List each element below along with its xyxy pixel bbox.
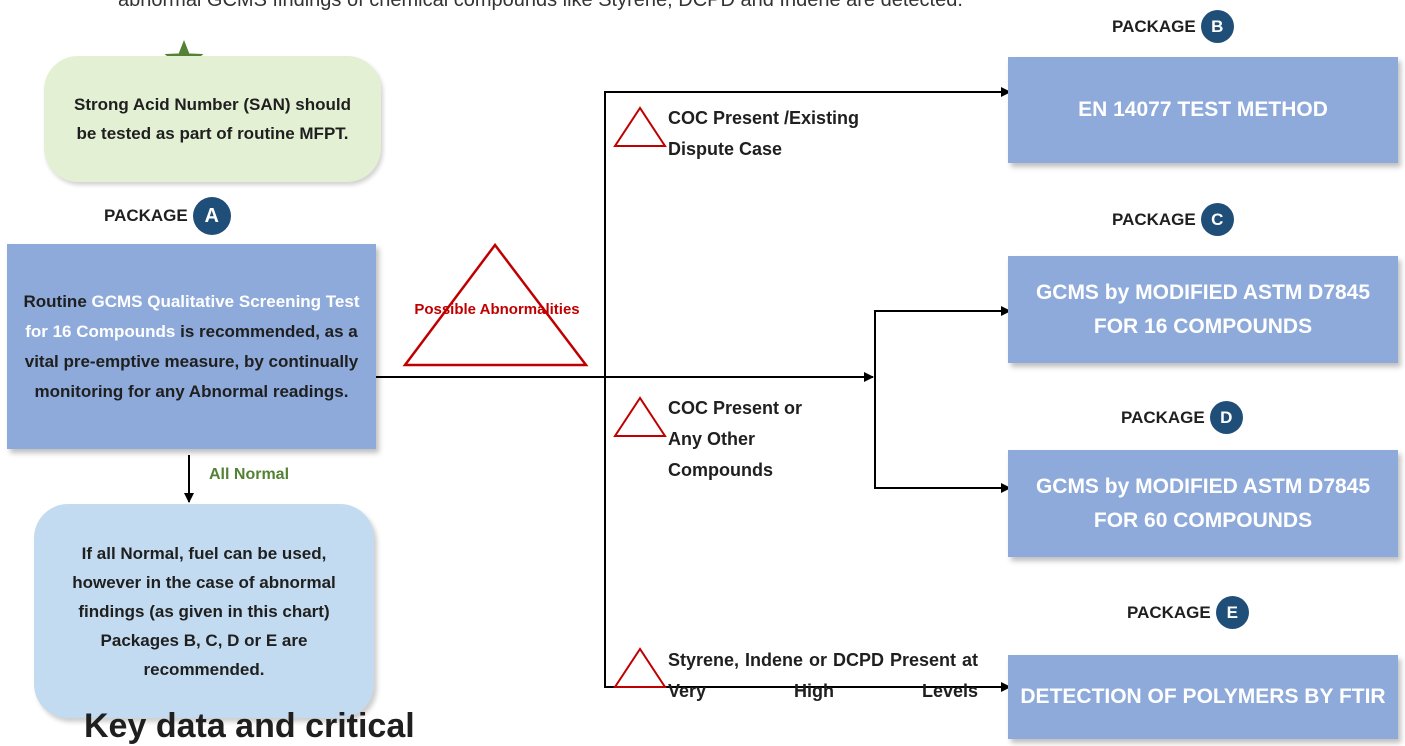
arrow-to-package-d — [874, 377, 1011, 493]
package-a-badge: A — [192, 197, 231, 235]
condition-coc-other: COC Present or Any Other Compounds — [668, 398, 803, 480]
package-c-label: PACKAGE C — [1112, 203, 1234, 236]
package-c-box: GCMS by MODIFIED ASTM D7845 FOR 16 COMPO… — [1008, 256, 1398, 363]
package-c-title: GCMS by MODIFIED ASTM D7845 FOR 16 COMPO… — [1035, 280, 1371, 338]
package-e-badge: E — [1215, 596, 1249, 629]
package-a-text-start: Routine — [23, 291, 92, 311]
package-d-box: GCMS by MODIFIED ASTM D7845 FOR 60 COMPO… — [1008, 450, 1398, 557]
package-a-label: PACKAGE A — [104, 197, 231, 235]
normal-note: If all Normal, fuel can be used, however… — [34, 504, 374, 718]
package-word: PACKAGE — [1121, 407, 1205, 427]
arrow-to-package-e — [604, 377, 1011, 692]
warning-triangle-icon — [613, 396, 667, 437]
package-b-title: EN 14077 TEST METHOD — [1078, 98, 1328, 121]
package-word: PACKAGE — [1112, 16, 1196, 36]
possible-abnormalities-triangle — [402, 242, 589, 367]
package-c-badge: C — [1200, 203, 1234, 236]
warning-triangle-icon — [613, 647, 667, 688]
package-word: PACKAGE — [1127, 602, 1211, 622]
package-word: PACKAGE — [1112, 209, 1196, 229]
arrow-to-package-b — [604, 87, 1011, 377]
package-b-label: PACKAGE B — [1112, 10, 1234, 43]
package-b-box: EN 14077 TEST METHOD — [1008, 57, 1398, 163]
package-a-text-end: is recommended, as a vital pre-emptive m… — [24, 321, 359, 401]
warning-triangle-icon — [613, 106, 667, 147]
package-d-label: PACKAGE D — [1121, 401, 1243, 434]
package-e-label: PACKAGE E — [1127, 596, 1249, 629]
condition-coc-dispute: COC Present /Existing Dispute Case — [668, 108, 860, 159]
package-e-box: DETECTION OF POLYMERS BY FTIR — [1008, 655, 1398, 739]
all-normal-label: All Normal — [209, 466, 290, 483]
package-word: PACKAGE — [104, 206, 188, 225]
package-a-text-highlight: GCMS Qualitative Screening Test for 16 C… — [25, 291, 360, 341]
package-b-badge: B — [1200, 10, 1234, 43]
condition-styrene: Styrene, Indene or DCPD Present at Very … — [668, 650, 978, 701]
bottom-heading: Key data and critical — [84, 707, 415, 745]
possible-abnormalities-label: Possible Abnormalities — [414, 301, 580, 318]
package-a-box: Routine GCMS Qualitative Screening Test … — [7, 244, 376, 449]
package-d-badge: D — [1209, 401, 1243, 434]
package-e-title: DETECTION OF POLYMERS BY FTIR — [1020, 685, 1386, 708]
arrow-to-package-c — [874, 306, 1011, 377]
package-d-title: GCMS by MODIFIED ASTM D7845 FOR 60 COMPO… — [1035, 474, 1371, 532]
intro-text: abnormal GCMS findings of chemical compo… — [118, 0, 963, 11]
san-note: Strong Acid Number (SAN) should be teste… — [44, 56, 381, 182]
